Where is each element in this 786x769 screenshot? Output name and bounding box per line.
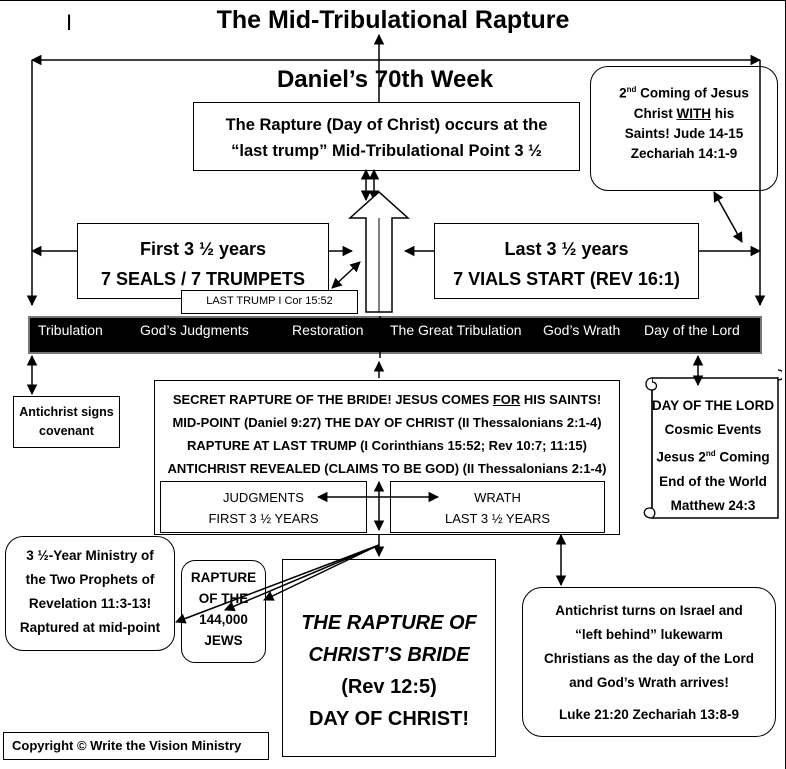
diagram-title: The Mid-Tribulational Rapture xyxy=(216,6,570,34)
day-of-lord-line: Cosmic Events xyxy=(664,422,762,437)
copyright-notice: Copyright © Write the Vision Ministry xyxy=(3,732,269,760)
last-trump-label: LAST TRUMP I Cor 15:52 xyxy=(181,290,358,314)
day-of-lord-line: DAY OF THE LORD xyxy=(651,398,775,413)
antichrist-covenant-line: Antichrist signs xyxy=(19,405,114,419)
second-coming-arrow xyxy=(713,191,743,243)
wrath-period: LAST 3 ½ YEARS xyxy=(444,511,551,526)
second-coming-line: Zechariah 14:1-9 xyxy=(630,145,738,161)
timeline-label: Restoration xyxy=(292,322,364,338)
rapture-to-144000-arrow xyxy=(263,544,380,601)
antichrist-israel-line: Christians as the day of the Lord xyxy=(543,651,755,666)
day-of-lord-line: Matthew 24:3 xyxy=(670,497,756,513)
rapture-144000-box: RAPTURE OF THE 144,000 JEWS xyxy=(181,560,266,663)
bride-line: (Rev 12:5) xyxy=(341,676,437,698)
secret-rapture-line: SECRET RAPTURE OF THE BRIDE! JESUS COMES… xyxy=(172,392,602,407)
antichrist-covenant-box: Antichrist signs covenant xyxy=(13,396,120,448)
scroll-shape xyxy=(643,369,782,519)
judgments-heading: JUDGMENTS xyxy=(223,490,304,505)
timeline-label: The Great Tribulation xyxy=(390,322,522,338)
antichrist-israel-box: Antichrist turns on Israel and “left beh… xyxy=(522,587,776,737)
two-prophets-line: Revelation 11:3-13! xyxy=(28,596,152,611)
antichrist-israel-line: “left behind” lukewarm xyxy=(575,627,723,642)
timeline-bar: Tribulation God’s Judgments Restoration … xyxy=(28,316,762,354)
rapture-to-prophets-arrow xyxy=(175,544,380,624)
first-half-heading: First 3 ½ years xyxy=(139,239,267,259)
timeline-label: Tribulation xyxy=(38,322,103,338)
day-of-lord-line: Jesus 2nd Coming xyxy=(656,449,770,465)
antichrist-israel-line: and God’s Wrath arrives! xyxy=(569,675,729,690)
secret-rapture-line: MID-POINT (Daniel 9:27) THE DAY OF CHRIS… xyxy=(172,415,602,430)
antichrist-israel-line: Antichrist turns on Israel and xyxy=(555,603,743,618)
day-of-lord-text: DAY OF THE LORD Cosmic Events Jesus 2nd … xyxy=(644,394,782,518)
second-coming-line: Saints! Jude 14-15 xyxy=(624,125,744,141)
timeline-label: God’s Wrath xyxy=(543,322,621,338)
rapture-144000-line: 144,000 xyxy=(199,612,248,627)
rapture-to-144000-arrow xyxy=(224,544,380,612)
bride-line: THE RAPTURE OF xyxy=(301,612,477,634)
week-heading: Daniel’s 70th Week xyxy=(276,66,494,93)
last-trump-arrow xyxy=(331,261,361,289)
last-half-subheading: 7 VIALS START (REV 16:1) xyxy=(453,269,680,289)
secret-rapture-line: ANTICHRIST REVEALED (CLAIMS TO BE GOD) (… xyxy=(167,461,607,476)
secret-rapture-text: SECRET RAPTURE OF THE BRIDE! JESUS COMES… xyxy=(156,388,618,480)
rapture-144000-line: RAPTURE xyxy=(190,570,257,585)
wrath-box: WRATH LAST 3 ½ YEARS xyxy=(390,481,605,533)
secret-rapture-line: RAPTURE AT LAST TRUMP (I Corinthians 15:… xyxy=(187,438,587,453)
antichrist-israel-reference: Luke 21:20 Zechariah 13:8-9 xyxy=(558,707,740,722)
day-of-lord-line: End of the World xyxy=(659,473,767,489)
bride-line: DAY OF CHRIST! xyxy=(308,708,470,730)
first-half-subheading: 7 SEALS / 7 TRUMPETS xyxy=(100,269,306,289)
judgments-period: FIRST 3 ½ YEARS xyxy=(208,511,319,526)
timeline-label: Day of the Lord xyxy=(644,322,740,338)
wrath-heading: WRATH xyxy=(474,490,521,505)
bride-line: CHRIST’S BRIDE xyxy=(308,644,470,666)
two-prophets-box: 3 ½-Year Ministry of the Two Prophets of… xyxy=(5,536,175,651)
last-half-box: Last 3 ½ years 7 VIALS START (REV 16:1) xyxy=(434,223,699,299)
two-prophets-line: the Two Prophets of xyxy=(25,572,155,587)
two-prophets-line: 3 ½-Year Ministry of xyxy=(26,548,154,563)
rapture-point-box: The Rapture (Day of Christ) occurs at th… xyxy=(193,102,580,171)
second-coming-line: 2nd Coming of Jesus xyxy=(619,85,749,101)
corner-mark: I xyxy=(66,10,73,35)
timeline-label: God’s Judgments xyxy=(140,322,249,338)
first-half-box: First 3 ½ years 7 SEALS / 7 TRUMPETS xyxy=(77,223,329,299)
bride-rapture-box: THE RAPTURE OF CHRIST’S BRIDE (Rev 12:5)… xyxy=(282,559,496,757)
rapture-144000-line: OF THE xyxy=(198,591,249,606)
rapture-144000-line: JEWS xyxy=(204,633,243,648)
antichrist-covenant-line: covenant xyxy=(39,424,94,438)
two-prophets-line: Raptured at mid-point xyxy=(19,620,161,635)
judgments-box: JUDGMENTS FIRST 3 ½ YEARS xyxy=(160,481,367,533)
rapture-point-line: “last trump” Mid-Tribulational Point 3 ½ xyxy=(231,142,542,160)
second-coming-box: 2nd Coming of Jesus Christ WITH his Sain… xyxy=(590,66,778,191)
rapture-point-line: The Rapture (Day of Christ) occurs at th… xyxy=(225,116,548,134)
last-half-heading: Last 3 ½ years xyxy=(504,239,629,259)
second-coming-line: Christ WITH his xyxy=(633,105,735,121)
